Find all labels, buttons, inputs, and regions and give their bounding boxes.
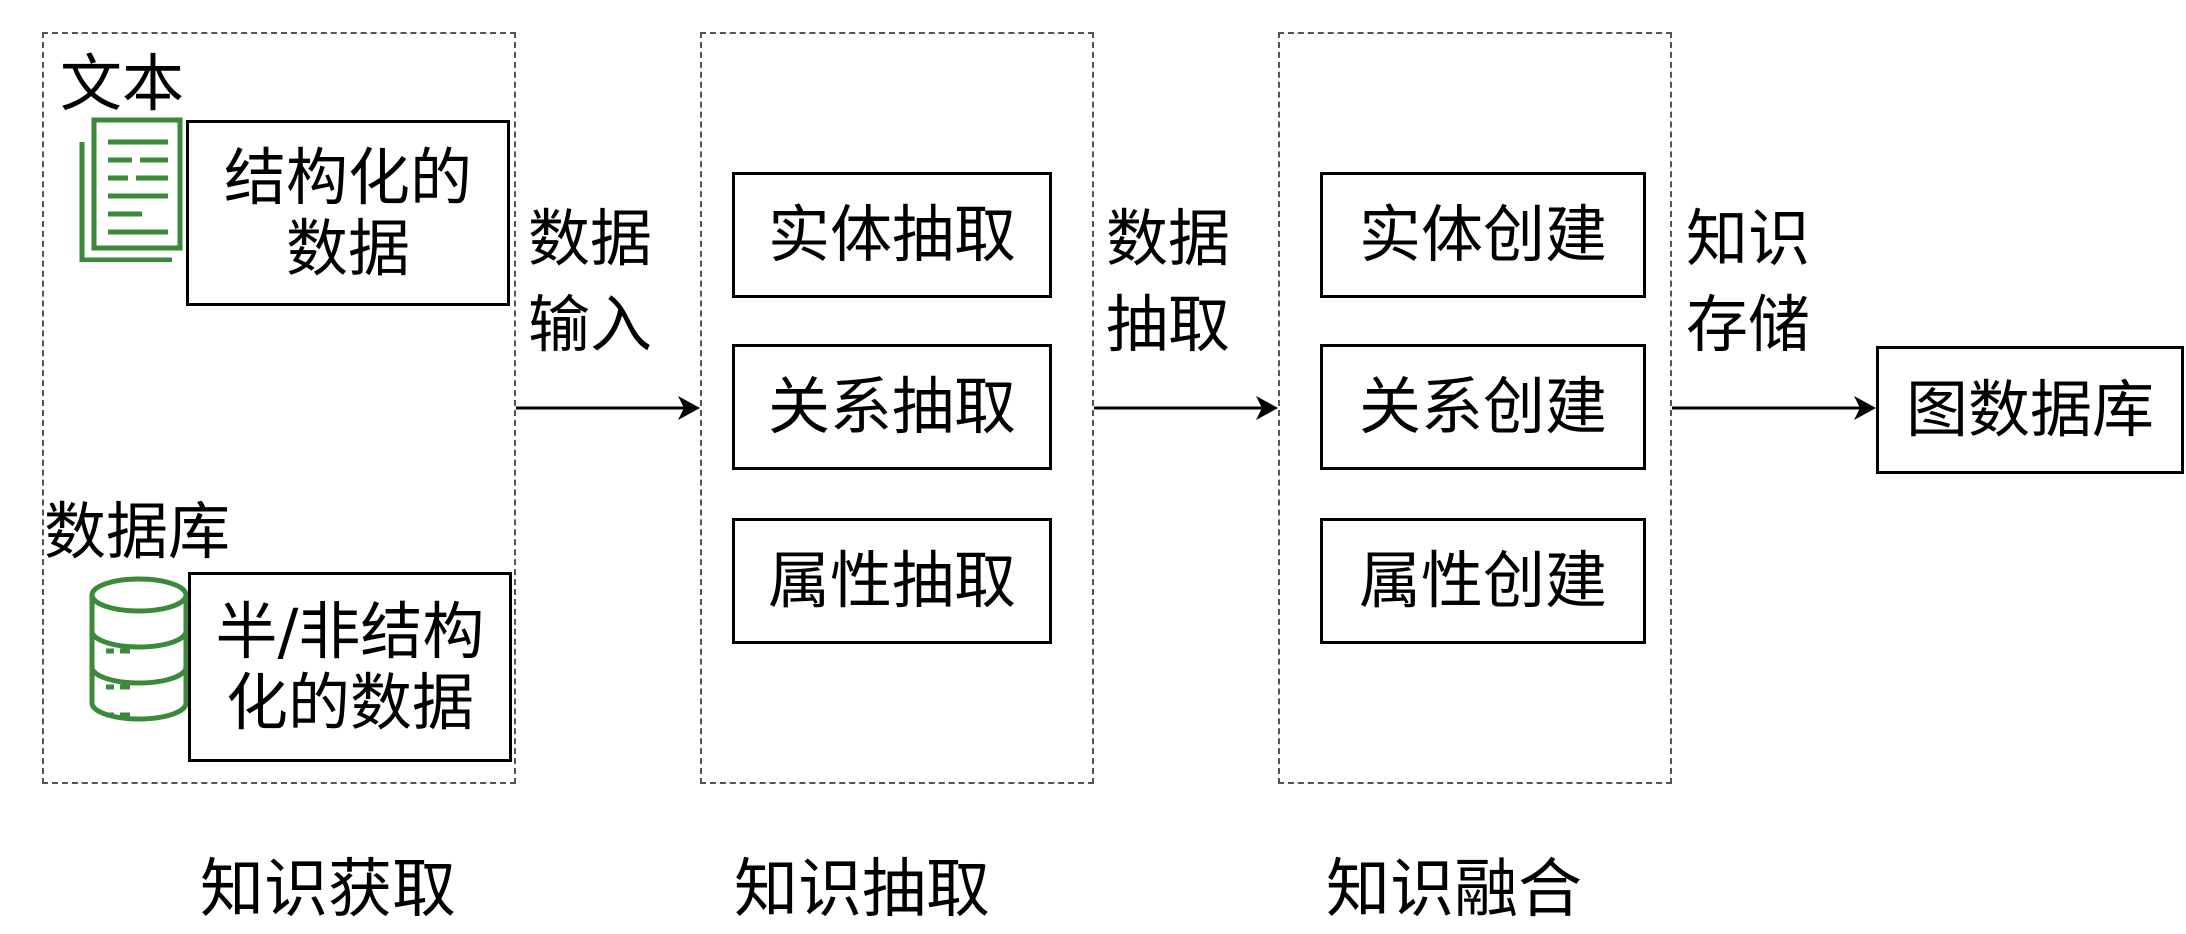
knowledge-store-arrowhead [1854, 396, 1876, 420]
relation-creation-box: 关系创建 [1320, 344, 1646, 470]
knowledge-store-label: 知识 存储 [1686, 196, 1846, 367]
structured-data-box: 结构化的 数据 [186, 120, 510, 306]
database-icon [89, 576, 189, 722]
data-extract-arrowhead [1256, 396, 1278, 420]
knowledge-extraction-group [700, 32, 1094, 784]
knowledge-fusion-group [1278, 32, 1672, 784]
text-source-label: 文本 [60, 47, 185, 120]
semi-structured-line1: 半/非结构 [215, 594, 485, 668]
attribute-extraction-box: 属性抽取 [732, 518, 1052, 644]
data-input-line2: 输入 [528, 287, 653, 361]
semi-structured-data-box: 半/非结构 化的数据 [188, 572, 512, 762]
graph-database-box: 图数据库 [1876, 346, 2184, 474]
data-input-arrowhead [678, 396, 700, 420]
knowledge-acquisition-caption: 知识获取 [200, 853, 456, 927]
knowledge-store-line1: 知识 [1686, 202, 1811, 275]
entity-extraction-box: 实体抽取 [732, 172, 1052, 298]
data-extract-line2: 抽取 [1106, 287, 1231, 361]
structured-data-line2: 数据 [285, 212, 410, 285]
data-extract-line1: 数据 [1106, 202, 1231, 275]
knowledge-extraction-caption: 知识抽取 [734, 853, 990, 927]
semi-structured-line2: 化的数据 [225, 666, 474, 739]
document-icon [79, 117, 183, 262]
attribute-creation-box: 属性创建 [1320, 518, 1646, 644]
structured-data-line1: 结构化的 [223, 140, 472, 214]
knowledge-store-line2: 存储 [1686, 287, 1811, 361]
data-input-label: 数据 输入 [528, 196, 688, 367]
knowledge-acquisition-group [42, 32, 516, 784]
data-extract-label: 数据 抽取 [1106, 196, 1266, 367]
entity-creation-box: 实体创建 [1320, 172, 1646, 298]
relation-extraction-box: 关系抽取 [732, 344, 1052, 470]
database-source-label: 数据库 [44, 495, 231, 568]
data-input-line1: 数据 [528, 202, 653, 275]
knowledge-fusion-caption: 知识融合 [1326, 853, 1582, 927]
